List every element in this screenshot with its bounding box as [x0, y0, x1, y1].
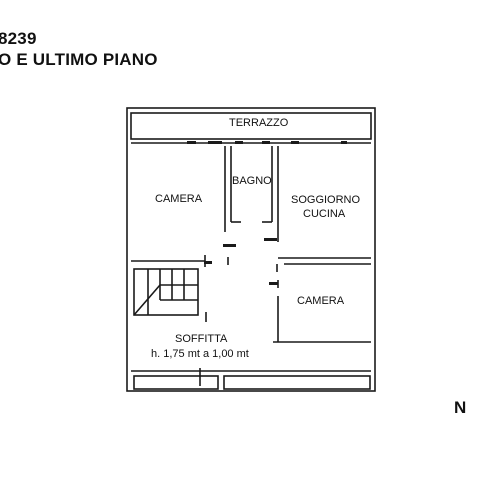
outer-wall: [126, 107, 376, 392]
plan-code: 8239: [0, 29, 37, 48]
bottom-band-left: [133, 375, 219, 390]
door-mark: [235, 141, 243, 144]
door-mark: [204, 261, 212, 264]
room-label-soffitta: SOFFITTA: [175, 333, 228, 345]
door-mark: [291, 141, 299, 144]
room-label-cucina: CUCINA: [303, 208, 346, 220]
room-label-camera-right: CAMERA: [297, 295, 345, 307]
door-mark: [208, 141, 222, 144]
room-label-bagno: BAGNO: [232, 175, 272, 187]
door-mark: [187, 141, 196, 144]
room-label-camera-left: CAMERA: [155, 193, 203, 205]
room-label-terrazzo: TERRAZZO: [229, 117, 289, 129]
room-label-soggiorno: SOGGIORNO: [291, 194, 361, 206]
door-mark: [264, 238, 277, 241]
stair-diagonal: [133, 284, 161, 316]
north-label: N: [454, 398, 467, 417]
door-mark: [341, 141, 347, 144]
door-mark: [223, 244, 236, 247]
terrace-wall: [130, 112, 372, 140]
floor-title: O E ULTIMO PIANO: [0, 50, 158, 69]
room-label-soffitta-height: h. 1,75 mt a 1,00 mt: [151, 348, 249, 360]
bottom-band-right: [223, 375, 371, 390]
stair-well: [133, 268, 199, 316]
door-mark: [269, 282, 278, 285]
door-mark: [262, 141, 270, 144]
